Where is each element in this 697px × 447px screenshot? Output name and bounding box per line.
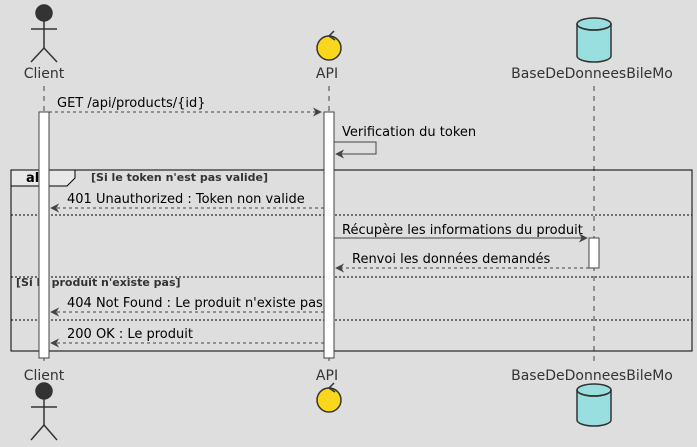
db-label-top: BaseDeDonneesBileMo	[511, 66, 673, 82]
client-actor-icon-top	[30, 4, 58, 63]
message-200: 200 OK : Le produit	[67, 327, 193, 342]
client-label-bottom: Client	[24, 368, 65, 384]
db-activation	[588, 237, 600, 269]
message-404: 404 Not Found : Le produit n'existe pas	[67, 296, 323, 311]
db-database-icon-bottom	[576, 383, 612, 427]
client-actor-icon-bottom	[30, 382, 58, 441]
alt-group-frame	[10, 169, 693, 352]
message-401: 401 Unauthorized : Token non valide	[67, 192, 305, 207]
client-activation	[38, 111, 50, 359]
alt-guard-token: [Si le token n'est pas valide]	[91, 171, 268, 184]
api-activation	[323, 111, 335, 359]
arrow-verify-token	[334, 141, 377, 159]
api-control-icon-top	[316, 30, 342, 61]
db-database-icon-top	[576, 17, 612, 63]
message-verify-token: Verification du token	[342, 125, 476, 140]
api-label-bottom: API	[316, 368, 338, 384]
api-label-top: API	[316, 66, 338, 82]
message-return-data: Renvoi les données demandés	[352, 252, 551, 267]
api-control-icon-bottom	[316, 382, 342, 413]
db-label-bottom: BaseDeDonneesBileMo	[511, 368, 673, 384]
alt-guard-product: [Si le produit n'existe pas]	[16, 276, 181, 289]
message-get-product: GET /api/products/{id}	[57, 96, 206, 111]
message-fetch-product: Récupère les informations du produit	[342, 223, 583, 238]
client-label-top: Client	[24, 66, 65, 82]
